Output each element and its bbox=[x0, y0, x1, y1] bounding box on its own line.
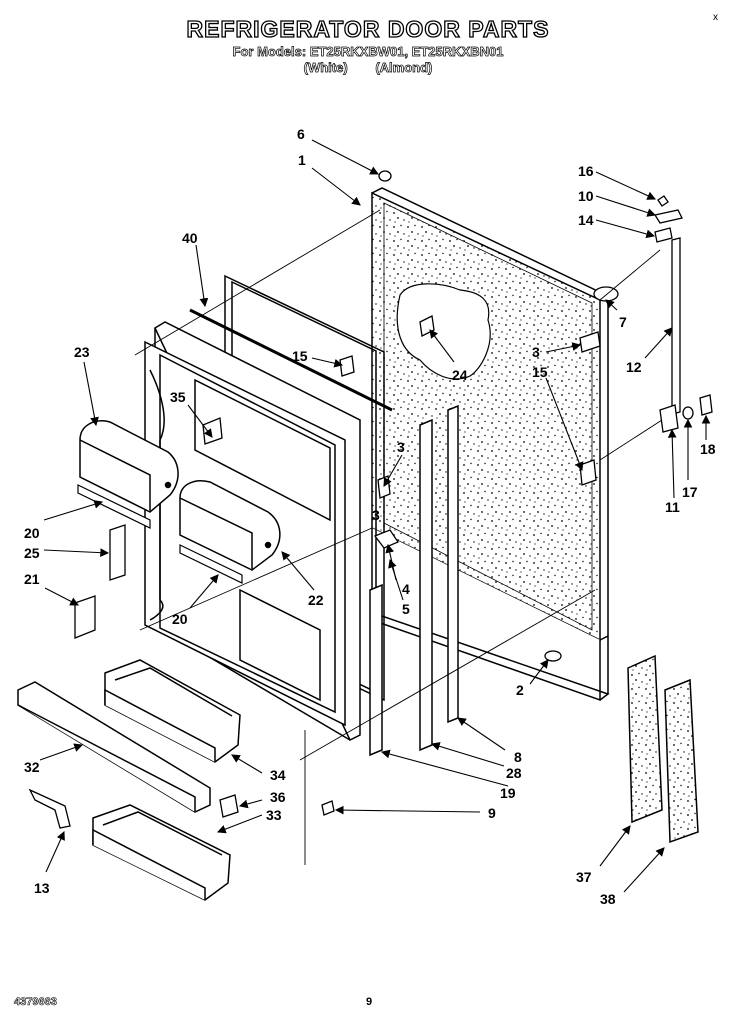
outer-door-panel bbox=[371, 187, 610, 702]
leader-lines bbox=[39, 139, 711, 893]
screw-6 bbox=[378, 170, 392, 182]
label-19: 19 bbox=[500, 785, 516, 801]
bracket-36 bbox=[219, 794, 239, 818]
model-numbers: For Models: ET25RKXBW01, ET25RKXBN01 bbox=[232, 44, 504, 60]
lower-bin-34 bbox=[104, 659, 241, 763]
label-3-upper: 3 bbox=[532, 344, 540, 360]
lower-bin-33 bbox=[92, 804, 231, 901]
label-40: 40 bbox=[182, 230, 198, 246]
label-24: 24 bbox=[452, 367, 468, 383]
label-6: 6 bbox=[297, 126, 305, 142]
small-brackets bbox=[28, 315, 435, 829]
label-32: 32 bbox=[24, 759, 40, 775]
screw-16 bbox=[657, 195, 669, 207]
label-14: 14 bbox=[578, 212, 594, 228]
shelf-trim-strips bbox=[77, 484, 243, 584]
bracket-21 bbox=[74, 595, 96, 639]
color-variants: (White) (Almond) bbox=[0, 60, 736, 76]
hinge-cap-7 bbox=[593, 286, 619, 302]
screw-9 bbox=[321, 800, 335, 816]
label-9: 9 bbox=[488, 805, 496, 821]
label-22: 22 bbox=[308, 592, 324, 608]
washer-17 bbox=[682, 406, 694, 420]
upper-door-bin bbox=[79, 420, 179, 513]
page-number: 9 bbox=[366, 996, 373, 1008]
label-13: 13 bbox=[34, 880, 50, 896]
corner-mark: x bbox=[713, 12, 718, 23]
label-12: 12 bbox=[626, 359, 642, 375]
label-21: 21 bbox=[24, 571, 40, 587]
label-33: 33 bbox=[266, 807, 282, 823]
clip-18 bbox=[699, 394, 713, 416]
hinge-bracket-10 bbox=[653, 209, 683, 224]
bracket-13 bbox=[28, 788, 71, 829]
label-17: 17 bbox=[682, 484, 698, 500]
bracket-25 bbox=[109, 524, 126, 581]
hinge-pin-4 bbox=[373, 529, 399, 549]
hinge-rod-12 bbox=[671, 237, 681, 415]
bracket-15 bbox=[339, 355, 355, 377]
label-7: 7 bbox=[619, 314, 627, 330]
color-almond-label: (Almond) bbox=[375, 60, 433, 76]
label-25: 25 bbox=[24, 545, 40, 561]
hinge-plate-14 bbox=[654, 227, 673, 243]
label-16: 16 bbox=[578, 163, 594, 179]
label-20-middle: 20 bbox=[172, 611, 188, 627]
reference-lines bbox=[134, 209, 663, 865]
middle-door-bin bbox=[179, 480, 281, 571]
bracket-3-upper bbox=[579, 331, 601, 353]
label-23: 23 bbox=[74, 344, 90, 360]
label-35: 35 bbox=[170, 389, 186, 405]
bracket-15-right bbox=[579, 459, 597, 486]
document-number: 4379663 bbox=[14, 996, 57, 1009]
lower-hinge-11 bbox=[659, 404, 679, 433]
label-11: 11 bbox=[665, 499, 680, 515]
label-3-lower: 3 bbox=[372, 507, 380, 523]
page-title: REFRIGERATOR DOOR PARTS bbox=[186, 15, 550, 42]
label-8: 8 bbox=[514, 749, 522, 765]
leveler-2 bbox=[544, 650, 562, 662]
page-header: REFRIGERATOR DOOR PARTS For Models: ET25… bbox=[0, 0, 736, 80]
bottom-trim-bar bbox=[17, 681, 211, 813]
label-5: 5 bbox=[402, 601, 410, 617]
label-34: 34 bbox=[270, 767, 286, 783]
label-38: 38 bbox=[600, 891, 616, 907]
foam-cutaway bbox=[396, 283, 491, 380]
label-10: 10 bbox=[578, 188, 594, 204]
part-labels: 6 1 16 10 14 40 7 23 3 15 15 12 24 35 3 … bbox=[24, 126, 716, 907]
label-28: 28 bbox=[506, 765, 522, 781]
label-4: 4 bbox=[402, 581, 410, 597]
label-15-right: 15 bbox=[532, 364, 548, 380]
label-15-left: 15 bbox=[292, 348, 308, 364]
label-36: 36 bbox=[270, 789, 286, 805]
hinge-hardware bbox=[321, 170, 713, 816]
label-18: 18 bbox=[700, 441, 716, 457]
label-2: 2 bbox=[516, 682, 524, 698]
label-37: 37 bbox=[576, 869, 592, 885]
color-white-label: (White) bbox=[303, 60, 348, 76]
label-1: 1 bbox=[298, 152, 306, 168]
label-20-left: 20 bbox=[24, 525, 40, 541]
label-3-middle: 3 bbox=[397, 439, 405, 455]
